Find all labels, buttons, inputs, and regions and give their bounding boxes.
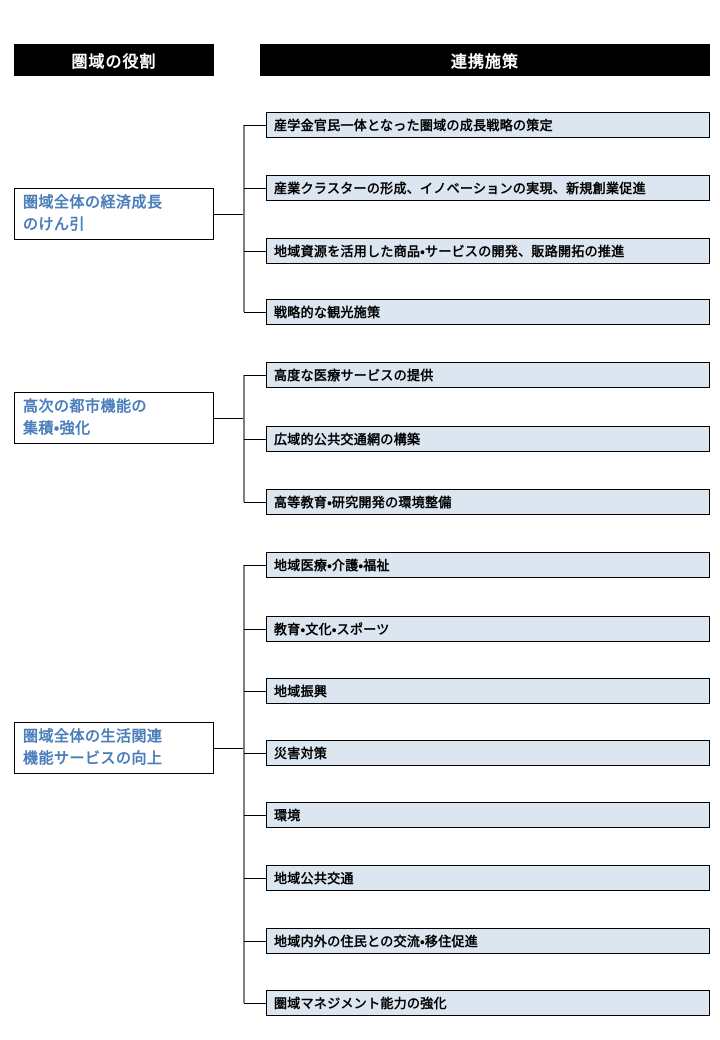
policy-label: 災害対策 bbox=[274, 745, 328, 761]
policy-label: 地域振興 bbox=[274, 683, 328, 699]
role-label: 圏域全体の生活関連 機能サービスの向上 bbox=[23, 728, 163, 767]
role-box[interactable]: 高次の都市機能の 集積・強化 bbox=[14, 392, 214, 444]
connector-policy-stub bbox=[244, 375, 266, 376]
policy-box[interactable]: 教育・文化・スポーツ bbox=[266, 616, 710, 642]
column-header-role: 圏域の役割 bbox=[14, 44, 214, 76]
connector-role-stub bbox=[214, 214, 244, 215]
policy-box[interactable]: 戦略的な観光施策 bbox=[266, 299, 710, 325]
connector-spine bbox=[243, 565, 245, 1003]
role-box[interactable]: 圏域全体の生活関連 機能サービスの向上 bbox=[14, 722, 214, 774]
connector-role-stub bbox=[214, 748, 244, 749]
role-label: 圏域全体の経済成長 のけん引 bbox=[23, 194, 163, 233]
policy-box[interactable]: 産学金官民一体となった圏域の成長戦略の策定 bbox=[266, 112, 710, 138]
policy-box[interactable]: 地域資源を活用した商品・サービスの開発、販路開拓の推進 bbox=[266, 238, 710, 264]
connector-policy-stub bbox=[244, 188, 266, 189]
policy-box[interactable]: 災害対策 bbox=[266, 740, 710, 766]
column-header-policy: 連携施策 bbox=[260, 44, 710, 76]
policy-box[interactable]: 環境 bbox=[266, 802, 710, 828]
policy-box[interactable]: 地域医療・介護・福祉 bbox=[266, 552, 710, 578]
policy-label: 地域公共交通 bbox=[274, 870, 354, 886]
policy-box[interactable]: 産業クラスターの形成、イノベーションの実現、新規創業促進 bbox=[266, 175, 710, 201]
role-label: 高次の都市機能の 集積・強化 bbox=[23, 398, 148, 437]
connector-policy-stub bbox=[244, 251, 266, 252]
connector-policy-stub bbox=[244, 941, 266, 942]
policy-label: 戦略的な観光施策 bbox=[274, 304, 381, 320]
policy-label: 地域医療・介護・福祉 bbox=[274, 557, 390, 573]
policy-label: 地域資源を活用した商品・サービスの開発、販路開拓の推進 bbox=[274, 243, 625, 259]
policy-label: 産業クラスターの形成、イノベーションの実現、新規創業促進 bbox=[274, 180, 646, 196]
connector-policy-stub bbox=[244, 502, 266, 503]
connector-policy-stub bbox=[244, 815, 266, 816]
policy-box[interactable]: 地域内外の住民との交流・移住促進 bbox=[266, 928, 710, 954]
policy-label: 高等教育・研究開発の環境整備 bbox=[274, 494, 452, 510]
policy-label: 環境 bbox=[274, 807, 301, 823]
policy-box[interactable]: 圏域マネジメント能力の強化 bbox=[266, 990, 710, 1016]
connector-policy-stub bbox=[244, 439, 266, 440]
policy-label: 高度な医療サービスの提供 bbox=[274, 367, 434, 383]
policy-box[interactable]: 地域振興 bbox=[266, 678, 710, 704]
policy-box[interactable]: 高度な医療サービスの提供 bbox=[266, 362, 710, 388]
connector-policy-stub bbox=[244, 565, 266, 566]
connector-policy-stub bbox=[244, 753, 266, 754]
connector-policy-stub bbox=[244, 312, 266, 313]
policy-box[interactable]: 高等教育・研究開発の環境整備 bbox=[266, 489, 710, 515]
connector-policy-stub bbox=[244, 691, 266, 692]
connector-policy-stub bbox=[244, 629, 266, 630]
policy-label: 産学金官民一体となった圏域の成長戦略の策定 bbox=[274, 117, 553, 133]
policy-box[interactable]: 広域的公共交通網の構築 bbox=[266, 426, 710, 452]
connector-spine bbox=[243, 125, 245, 312]
policy-label: 広域的公共交通網の構築 bbox=[274, 431, 421, 447]
connector-policy-stub bbox=[244, 125, 266, 126]
policy-label: 圏域マネジメント能力の強化 bbox=[274, 995, 447, 1011]
policy-box[interactable]: 地域公共交通 bbox=[266, 865, 710, 891]
connector-policy-stub bbox=[244, 878, 266, 879]
connector-role-stub bbox=[214, 418, 244, 419]
policy-label: 地域内外の住民との交流・移住促進 bbox=[274, 933, 479, 949]
connector-spine bbox=[243, 375, 245, 502]
role-box[interactable]: 圏域全体の経済成長 のけん引 bbox=[14, 188, 214, 240]
policy-label: 教育・文化・スポーツ bbox=[274, 621, 390, 637]
connector-policy-stub bbox=[244, 1003, 266, 1004]
